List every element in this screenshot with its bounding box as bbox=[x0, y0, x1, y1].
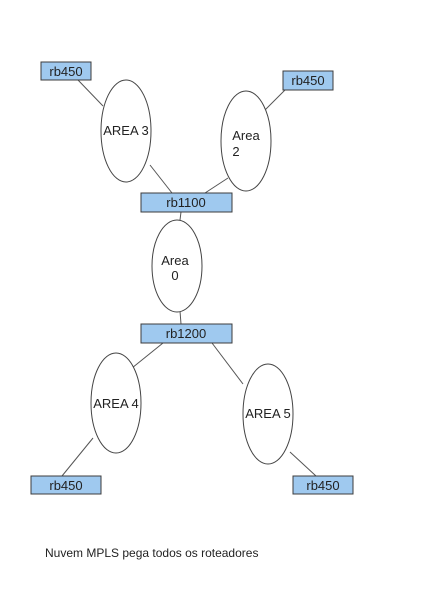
area-2-label-line2: 2 bbox=[232, 144, 239, 159]
router-rb450-top-left: rb450 bbox=[40, 61, 92, 81]
router-rb450-bottom-left-label: rb450 bbox=[49, 478, 82, 493]
link-area4-rb450-bl bbox=[61, 437, 94, 477]
area-0-label-line2: 0 bbox=[171, 268, 178, 283]
router-rb1100: rb1100 bbox=[140, 192, 233, 213]
link-area2-rb1100 bbox=[204, 177, 229, 194]
router-rb450-bottom-right-label: rb450 bbox=[306, 478, 339, 493]
router-rb450-top-right: rb450 bbox=[282, 70, 334, 91]
area-4-label-line1: AREA 4 bbox=[93, 396, 139, 411]
area-3: AREA 3 bbox=[100, 79, 152, 183]
links bbox=[61, 79, 317, 477]
router-rb450-top-right-label: rb450 bbox=[291, 73, 324, 88]
link-rb450-tr-area2 bbox=[264, 89, 286, 111]
area-5-label-line1: AREA 5 bbox=[245, 406, 291, 421]
area-4: AREA 4 bbox=[90, 352, 142, 454]
area-2-label-line1: Area bbox=[232, 128, 260, 143]
router-rb1200-label: rb1200 bbox=[166, 326, 206, 341]
router-rb450-top-left-label: rb450 bbox=[49, 64, 82, 79]
link-rb1200-area5 bbox=[211, 342, 244, 385]
area-0: Area 0 bbox=[151, 219, 203, 313]
link-rb450-tl-area3 bbox=[77, 79, 104, 107]
link-rb1100-area0 bbox=[179, 211, 182, 221]
link-area3-rb1100 bbox=[149, 164, 173, 194]
router-rb450-bottom-left: rb450 bbox=[30, 475, 102, 495]
area-3-label-line1: AREA 3 bbox=[103, 123, 149, 138]
diagram-caption: Nuvem MPLS pega todos os roteadores bbox=[45, 546, 259, 560]
link-rb1200-area4 bbox=[131, 342, 164, 369]
link-area0-rb1200 bbox=[179, 310, 182, 325]
router-rb1100-label: rb1100 bbox=[166, 195, 206, 210]
router-rb450-bottom-right: rb450 bbox=[292, 475, 354, 495]
router-rb1200: rb1200 bbox=[140, 323, 233, 344]
area-0-label-line1: Area bbox=[161, 253, 189, 268]
link-area5-rb450-br bbox=[289, 451, 317, 477]
area-2: Area 2 bbox=[220, 90, 272, 192]
area-5: AREA 5 bbox=[242, 363, 294, 465]
